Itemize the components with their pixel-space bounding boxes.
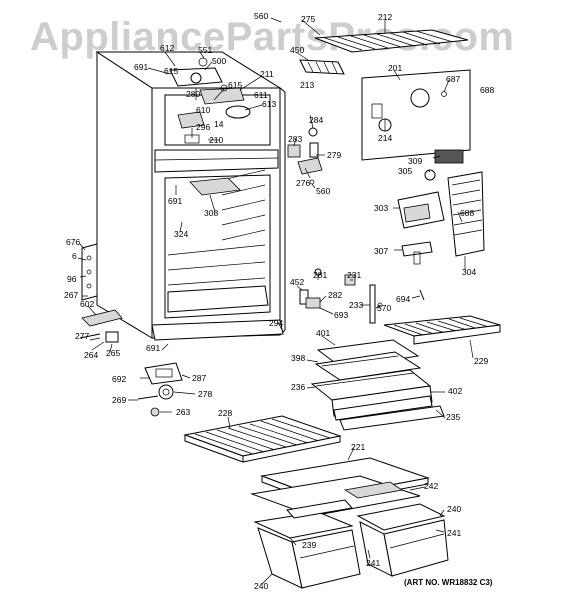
- part-label-236: 236: [291, 382, 305, 392]
- part-label-452: 452: [290, 277, 304, 287]
- part-label-309: 309: [408, 156, 422, 166]
- part-label-265: 265: [106, 348, 120, 358]
- control-knob: [378, 118, 392, 132]
- part-label-287: 287: [192, 373, 206, 383]
- part-label-6: 6: [72, 251, 77, 261]
- part-label-275: 275: [301, 14, 315, 24]
- part-label-560b: 560: [316, 186, 330, 196]
- part-label-240a: 240: [447, 504, 461, 514]
- part-label-398: 398: [291, 353, 305, 363]
- part-label-500: 500: [212, 56, 226, 66]
- part-label-276: 276: [296, 178, 310, 188]
- evaporator-cover: [361, 69, 471, 161]
- part-label-278: 278: [198, 389, 212, 399]
- part-label-233: 233: [349, 300, 363, 310]
- part-label-296: 296: [196, 122, 210, 132]
- crisper-drawer-cover: [250, 457, 430, 517]
- part-label-688b: 688: [460, 208, 474, 218]
- part-label-615b: 615: [228, 80, 242, 90]
- part-label-693: 693: [334, 310, 348, 320]
- damper-parts: [287, 127, 323, 185]
- air-duct-housing: [397, 171, 485, 265]
- part-label-610: 610: [196, 105, 210, 115]
- part-label-691c: 691: [146, 343, 160, 353]
- part-label-294: 294: [269, 318, 283, 328]
- part-label-304: 304: [462, 267, 476, 277]
- part-label-264: 264: [84, 350, 98, 360]
- part-label-570: 570: [377, 303, 391, 313]
- cabinet-shell: [95, 51, 286, 341]
- part-label-282: 282: [328, 290, 342, 300]
- crisper-drawers: [253, 499, 449, 589]
- part-label-280: 280: [186, 89, 200, 99]
- part-label-694: 694: [396, 294, 410, 304]
- part-label-241a: 241: [447, 528, 461, 538]
- part-label-228: 228: [218, 408, 232, 418]
- part-label-210: 210: [209, 135, 223, 145]
- part-label-676: 676: [66, 237, 80, 247]
- part-label-305: 305: [398, 166, 412, 176]
- part-label-692: 692: [112, 374, 126, 384]
- wire-shelf-229: [383, 315, 501, 345]
- part-label-613: 613: [262, 99, 276, 109]
- crisper-cover: [314, 339, 422, 381]
- control-housing: [424, 149, 464, 181]
- part-label-267: 267: [64, 290, 78, 300]
- lower-hardware: [137, 362, 183, 417]
- part-label-231: 231: [347, 270, 361, 280]
- part-label-14: 14: [214, 119, 224, 129]
- part-label-401: 401: [316, 328, 330, 338]
- part-label-229: 229: [474, 356, 488, 366]
- part-label-615a: 615: [164, 66, 178, 76]
- part-label-279: 279: [327, 150, 341, 160]
- part-label-611: 611: [254, 90, 268, 100]
- part-label-402: 402: [448, 386, 462, 396]
- leader-lines: [77, 17, 474, 585]
- part-label-201: 201: [388, 63, 402, 73]
- part-label-213: 213: [300, 80, 314, 90]
- part-label-284: 284: [309, 115, 323, 125]
- part-label-612: 612: [160, 43, 174, 53]
- part-label-602: 602: [80, 299, 94, 309]
- part-label-688a: 688: [480, 85, 494, 95]
- part-label-691b: 691: [168, 196, 182, 206]
- part-label-691a: 691: [134, 62, 148, 72]
- freezer-wire-shelf: [314, 29, 469, 53]
- part-label-307: 307: [374, 246, 388, 256]
- part-label-211: 211: [260, 69, 274, 79]
- fan-assembly: [169, 57, 251, 144]
- part-label-240b: 240: [254, 581, 268, 591]
- part-label-308: 308: [204, 208, 218, 218]
- part-label-241b: 241: [366, 558, 380, 568]
- part-label-239: 239: [302, 540, 316, 550]
- part-label-283: 283: [288, 134, 302, 144]
- art-number: (ART NO. WR18832 C3): [404, 578, 493, 587]
- ice-tray: [299, 59, 345, 75]
- part-label-303: 303: [374, 203, 388, 213]
- part-label-242: 242: [424, 481, 438, 491]
- part-label-235: 235: [446, 412, 460, 422]
- part-label-450: 450: [290, 45, 304, 55]
- part-label-269: 269: [112, 395, 126, 405]
- part-label-221: 221: [351, 442, 365, 452]
- part-label-281: 281: [313, 270, 327, 280]
- part-label-560a: 560: [254, 11, 268, 21]
- hinge-bracket: [81, 243, 98, 301]
- bottom-hinge: [79, 309, 123, 343]
- glass-shelf-228: [183, 415, 342, 463]
- part-label-263: 263: [176, 407, 190, 417]
- part-label-212: 212: [378, 12, 392, 22]
- part-label-687: 687: [446, 74, 460, 84]
- part-label-96: 96: [67, 274, 77, 284]
- part-label-277: 277: [75, 331, 89, 341]
- meat-pan: [310, 369, 445, 431]
- part-label-214: 214: [378, 133, 392, 143]
- part-label-324: 324: [174, 229, 188, 239]
- part-label-551: 551: [198, 45, 212, 55]
- part-number-labels: 560 275 212 612 551 450 691 615 500 201 687 211 213 6…: [64, 11, 494, 591]
